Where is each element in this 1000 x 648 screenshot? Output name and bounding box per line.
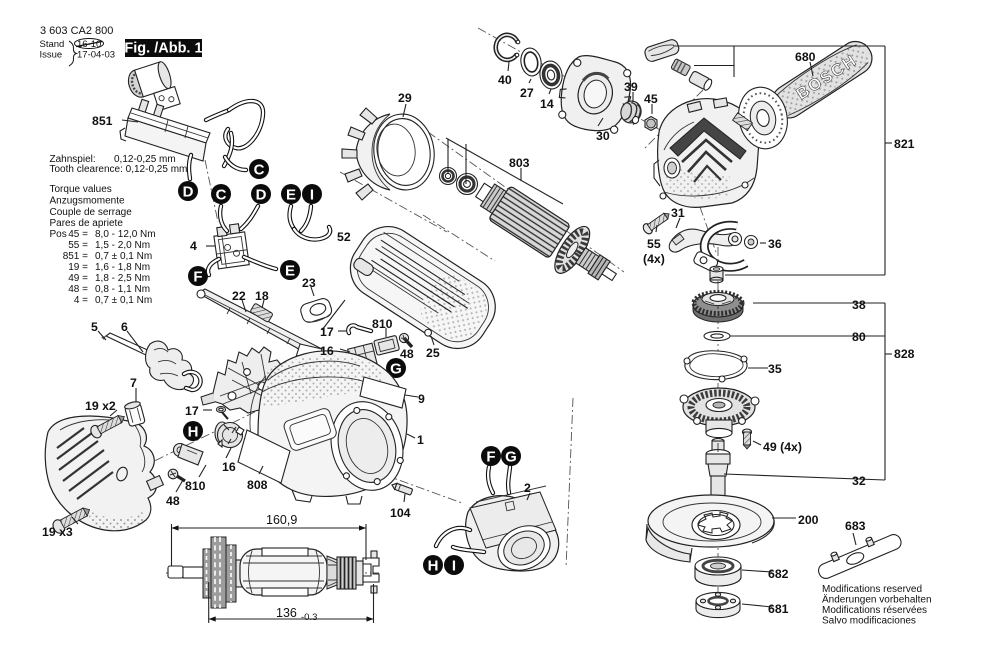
svg-text:17: 17 bbox=[185, 404, 199, 418]
svg-text:851: 851 bbox=[92, 114, 113, 128]
svg-text:27: 27 bbox=[520, 86, 534, 100]
svg-text:36: 36 bbox=[768, 237, 782, 251]
svg-text:Pos: Pos bbox=[50, 229, 67, 240]
svg-text:48 =: 48 = bbox=[68, 284, 88, 295]
svg-text:851 =: 851 = bbox=[63, 251, 88, 262]
svg-text:4 =: 4 = bbox=[74, 295, 88, 306]
svg-text:Pares de apriete: Pares de apriete bbox=[50, 218, 124, 229]
svg-text:1,8 - 2,5 Nm: 1,8 - 2,5 Nm bbox=[95, 273, 150, 284]
svg-text:810: 810 bbox=[372, 317, 393, 331]
svg-text:17-04-03: 17-04-03 bbox=[77, 50, 115, 61]
svg-text:14: 14 bbox=[540, 97, 554, 111]
svg-text:1,6 - 1,8 Nm: 1,6 - 1,8 Nm bbox=[95, 262, 150, 273]
svg-text:31: 31 bbox=[671, 206, 685, 220]
svg-text:40: 40 bbox=[498, 73, 512, 87]
svg-text:808: 808 bbox=[247, 478, 268, 492]
svg-text:821: 821 bbox=[894, 137, 915, 151]
svg-text:1: 1 bbox=[417, 433, 424, 447]
svg-text:104: 104 bbox=[390, 506, 411, 520]
svg-text:682: 682 bbox=[768, 567, 789, 581]
svg-text:683: 683 bbox=[845, 519, 866, 533]
svg-text:Fig. /Abb. 1: Fig. /Abb. 1 bbox=[124, 41, 202, 57]
svg-text:810: 810 bbox=[185, 479, 206, 493]
svg-text:F: F bbox=[193, 268, 202, 285]
svg-text:29: 29 bbox=[398, 91, 412, 105]
svg-text:Modifications réservées: Modifications réservées bbox=[822, 605, 927, 616]
svg-text:3 603 CA2 800: 3 603 CA2 800 bbox=[40, 25, 113, 37]
svg-text:23: 23 bbox=[302, 276, 316, 290]
svg-text:6: 6 bbox=[121, 320, 128, 334]
svg-text:52: 52 bbox=[337, 230, 351, 244]
svg-text:22: 22 bbox=[232, 289, 246, 303]
svg-text:45 =: 45 = bbox=[68, 229, 88, 240]
svg-text:680: 680 bbox=[795, 50, 816, 64]
svg-text:828: 828 bbox=[894, 347, 915, 361]
svg-text:H: H bbox=[428, 557, 439, 574]
svg-text:I: I bbox=[452, 557, 456, 574]
svg-text:80: 80 bbox=[852, 330, 866, 344]
svg-text:681: 681 bbox=[768, 602, 789, 616]
svg-text:160,9: 160,9 bbox=[266, 513, 297, 527]
svg-text:(4x): (4x) bbox=[643, 252, 665, 266]
svg-text:18: 18 bbox=[255, 289, 269, 303]
svg-text:0,7 ± 0,1 Nm: 0,7 ± 0,1 Nm bbox=[95, 251, 152, 262]
svg-text:E: E bbox=[285, 262, 295, 279]
svg-text:35: 35 bbox=[768, 362, 782, 376]
svg-text:C: C bbox=[254, 161, 265, 178]
svg-text:I: I bbox=[310, 186, 314, 203]
svg-text:19 x3: 19 x3 bbox=[42, 525, 73, 539]
svg-text:Couple de serrage: Couple de serrage bbox=[50, 207, 133, 218]
svg-text:D: D bbox=[256, 186, 267, 203]
svg-text:Anzugsmomente: Anzugsmomente bbox=[50, 196, 125, 207]
svg-text:Salvo modificaciones: Salvo modificaciones bbox=[822, 616, 916, 627]
svg-text:7: 7 bbox=[130, 376, 137, 390]
svg-text:E: E bbox=[286, 186, 296, 203]
svg-text:38: 38 bbox=[852, 298, 866, 312]
svg-text:G: G bbox=[390, 360, 402, 377]
svg-text:30: 30 bbox=[596, 129, 610, 143]
svg-text:-0.3: -0.3 bbox=[301, 612, 317, 623]
svg-text:2: 2 bbox=[524, 481, 531, 495]
svg-text:0,12-0,25 mm: 0,12-0,25 mm bbox=[114, 154, 176, 165]
svg-text:55: 55 bbox=[647, 237, 661, 251]
svg-text:0,7 ± 0,1 Nm: 0,7 ± 0,1 Nm bbox=[95, 295, 152, 306]
svg-text:Stand: Stand bbox=[40, 39, 65, 50]
svg-text:Tooth clearence: 0,12-0,25 mm: Tooth clearence: 0,12-0,25 mm bbox=[50, 164, 188, 175]
svg-text:16: 16 bbox=[222, 460, 236, 474]
svg-text:803: 803 bbox=[509, 156, 530, 170]
svg-text:19 =: 19 = bbox=[68, 262, 88, 273]
svg-text:49 =: 49 = bbox=[68, 273, 88, 284]
svg-text:45: 45 bbox=[644, 92, 658, 106]
svg-text:39: 39 bbox=[624, 80, 638, 94]
svg-text:4: 4 bbox=[190, 239, 197, 253]
svg-text:8,0 - 12,0 Nm: 8,0 - 12,0 Nm bbox=[95, 229, 156, 240]
svg-text:H: H bbox=[188, 423, 199, 440]
svg-text:C: C bbox=[216, 186, 227, 203]
svg-text:Zahnspiel:: Zahnspiel: bbox=[50, 154, 96, 165]
svg-text:G: G bbox=[505, 448, 517, 465]
svg-text:55 =: 55 = bbox=[68, 240, 88, 251]
svg-text:Torque values: Torque values bbox=[50, 184, 112, 195]
svg-text:Issue: Issue bbox=[40, 50, 63, 61]
svg-text:17: 17 bbox=[320, 325, 334, 339]
svg-text:48: 48 bbox=[400, 347, 414, 361]
svg-text:F: F bbox=[486, 448, 495, 465]
svg-text:19 x2: 19 x2 bbox=[85, 399, 116, 413]
svg-text:0,8 - 1,1 Nm: 0,8 - 1,1 Nm bbox=[95, 284, 150, 295]
svg-text:9: 9 bbox=[418, 392, 425, 406]
svg-text:32: 32 bbox=[852, 474, 866, 488]
svg-text:Modifications reserved: Modifications reserved bbox=[822, 584, 922, 595]
svg-text:1,5 - 2,0 Nm: 1,5 - 2,0 Nm bbox=[95, 240, 150, 251]
svg-text:136: 136 bbox=[276, 606, 297, 620]
svg-text:16: 16 bbox=[320, 344, 334, 358]
svg-text:D: D bbox=[183, 183, 194, 200]
svg-text:49 (4x): 49 (4x) bbox=[763, 440, 802, 454]
svg-text:25: 25 bbox=[426, 346, 440, 360]
svg-text:Änderungen vorbehalten: Änderungen vorbehalten bbox=[822, 594, 932, 606]
svg-text:5: 5 bbox=[91, 320, 98, 334]
svg-text:48: 48 bbox=[166, 494, 180, 508]
svg-text:200: 200 bbox=[798, 513, 819, 527]
